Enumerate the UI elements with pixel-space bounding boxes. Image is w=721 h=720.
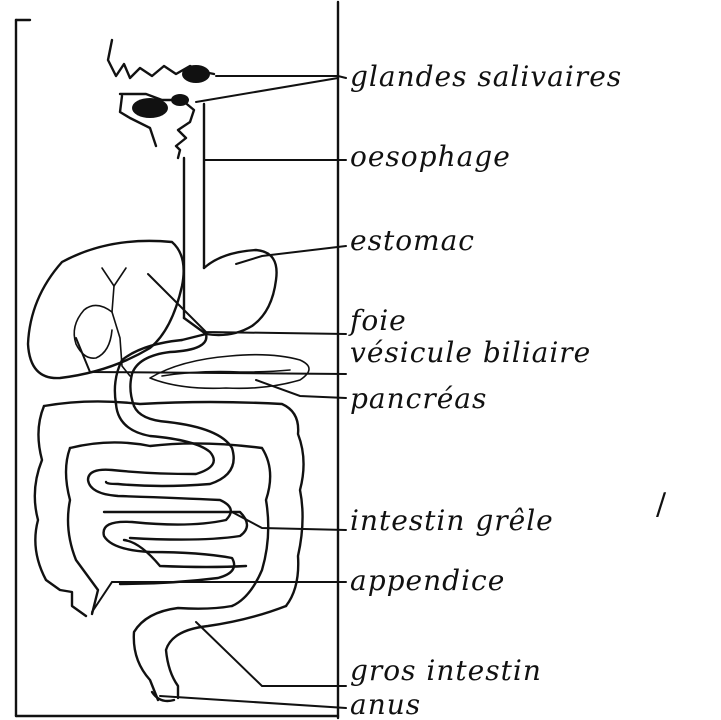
leader-lines [76, 76, 346, 708]
liver [28, 241, 184, 378]
label-oesophage: oesophage [350, 140, 511, 173]
tongue-salivary-mass [132, 98, 168, 118]
salivary-gland-upper [182, 65, 210, 83]
label-intestin-grele: intestin grêle [350, 504, 554, 537]
label-foie: foie [348, 304, 407, 337]
labels: glandes salivaires oesophage estomac foi… [348, 60, 667, 720]
head-outline [108, 40, 214, 158]
frame [16, 2, 338, 718]
label-gros-intestin: gros intestin [350, 654, 542, 687]
label-glandes-salivaires: glandes salivaires [350, 60, 622, 93]
duodenum [115, 334, 207, 406]
label-appendice: appendice [350, 564, 505, 597]
label-estomac: estomac [350, 224, 475, 257]
label-pancreas: pancréas [350, 382, 487, 415]
pancreas [150, 355, 309, 389]
salivary-gland-lower [171, 94, 189, 106]
stomach [182, 250, 277, 340]
label-vesicule-biliaire: vésicule biliaire [350, 336, 591, 369]
check-mark: / [656, 487, 667, 522]
oesophagus [184, 104, 204, 318]
label-anus: anus [350, 688, 421, 720]
small-intestine [88, 404, 247, 584]
